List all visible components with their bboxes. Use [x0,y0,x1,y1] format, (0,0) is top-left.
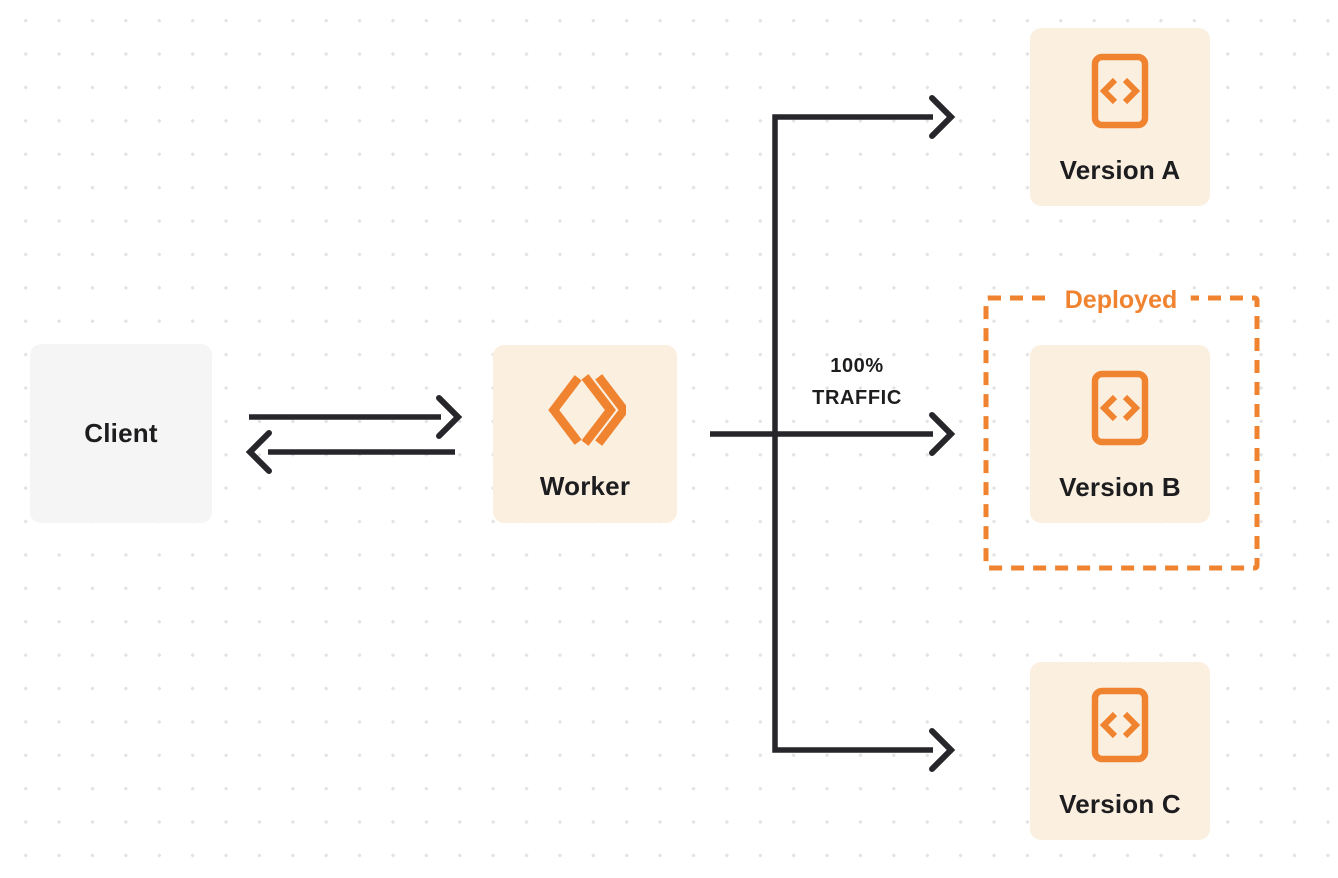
client-to-worker-arrowhead-icon [436,395,463,439]
worker-label: Worker [539,471,631,501]
arrow-to-version-a-icon [929,95,956,139]
node-client: Client [30,344,212,523]
node-version-a: Version A [1030,28,1210,206]
code-file-icon [1091,53,1149,129]
version-c-label: Version C [1059,789,1181,819]
code-file-icon [1091,687,1149,763]
version-b-label: Version B [1059,472,1181,502]
arrow-to-version-c-icon [929,728,956,772]
node-version-b: Version B [1030,345,1210,523]
traffic-percent-text: 100% [830,355,884,377]
deployed-group-label: Deployed [1051,285,1191,315]
arrow-to-version-b-icon [929,412,956,456]
client-label: Client [84,418,158,448]
worker-to-client-arrowhead-icon [245,430,272,474]
node-version-c: Version C [1030,662,1210,840]
traffic-edge-label: 100% TRAFFIC [812,350,902,414]
version-a-label: Version A [1059,155,1181,185]
code-file-icon [1091,370,1149,446]
cloudflare-workers-logo-icon [548,374,626,446]
node-worker: Worker [493,345,677,523]
traffic-word-text: TRAFFIC [812,387,902,409]
